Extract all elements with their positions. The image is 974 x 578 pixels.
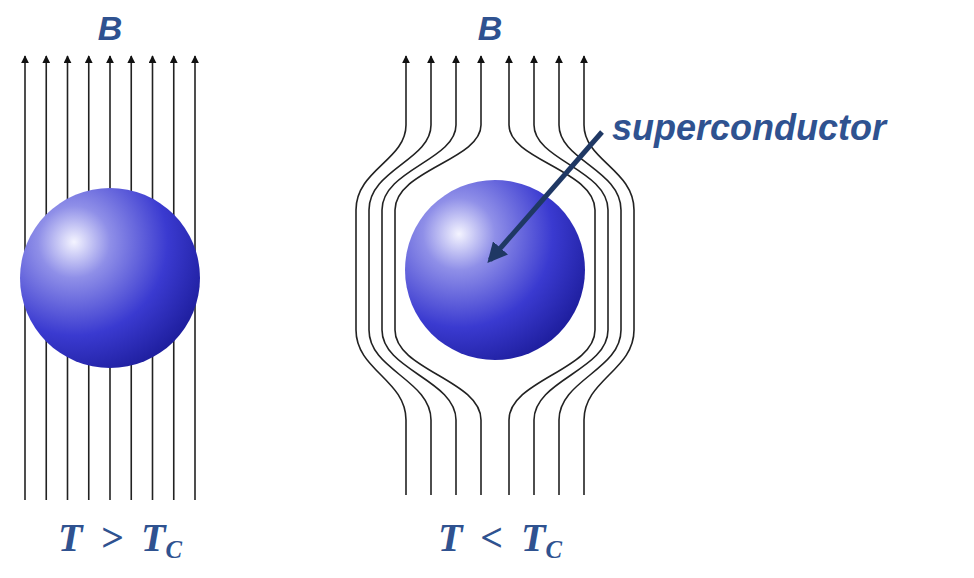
field-line — [509, 56, 595, 495]
field-line — [395, 56, 481, 495]
expelled-field-lines — [356, 56, 634, 495]
material-label: superconductor — [612, 110, 886, 146]
field-label: B — [478, 11, 503, 45]
field-line — [559, 56, 621, 495]
temperature-condition: T < TC — [438, 518, 562, 558]
temperature-condition: T > TC — [58, 518, 182, 558]
field-line — [534, 56, 608, 495]
field-label: B — [98, 11, 123, 45]
field-line — [369, 56, 431, 495]
superconductor-sphere — [405, 180, 585, 360]
field-line — [382, 56, 456, 495]
field-line — [356, 56, 406, 495]
normal-sphere — [20, 188, 200, 368]
leader-arrow — [490, 132, 602, 260]
